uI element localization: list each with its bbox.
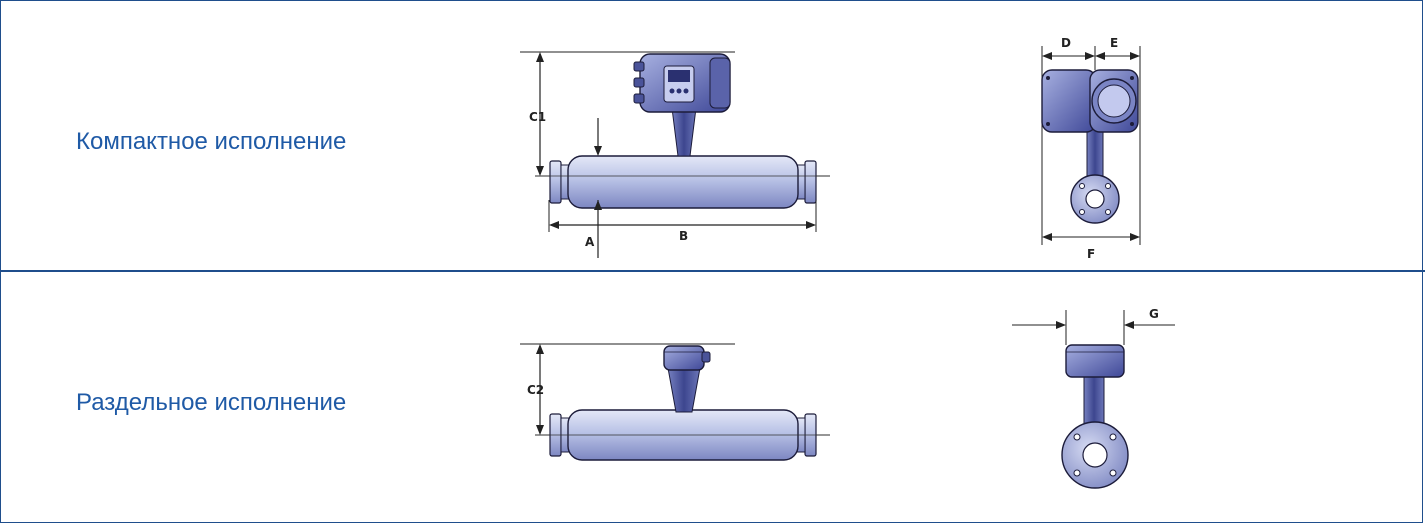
row-divider [0, 270, 1425, 272]
dim-label-c1: C1 [529, 110, 546, 124]
row-label-compact: Компактное исполнение [76, 128, 347, 155]
dim-label-d: D [1061, 36, 1071, 50]
dim-label-g: G [1149, 307, 1159, 321]
remote-side-view [520, 343, 830, 461]
dim-label-b: B [679, 229, 688, 243]
dim-label-a: A [585, 235, 595, 249]
compact-front-view [1041, 46, 1141, 245]
compact-side-view [520, 51, 830, 258]
row-label-remote: Раздельное исполнение [76, 389, 347, 416]
remote-front-view [1012, 310, 1175, 489]
dim-label-c2: C2 [527, 383, 544, 397]
dim-label-e: E [1110, 36, 1118, 50]
dim-label-f: F [1087, 247, 1095, 261]
